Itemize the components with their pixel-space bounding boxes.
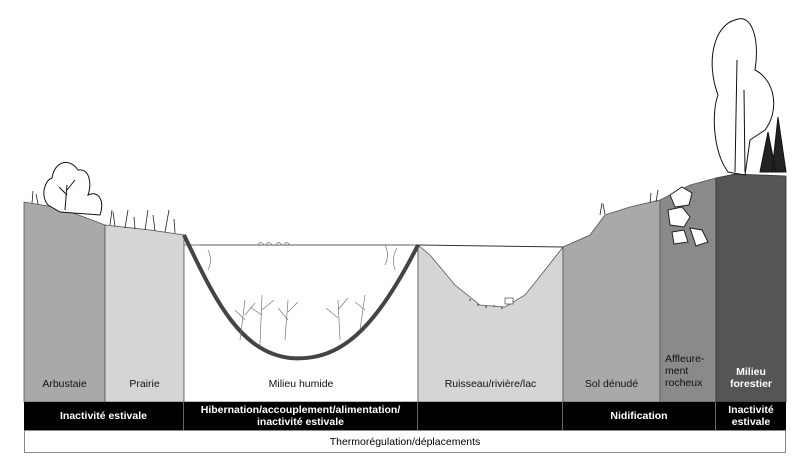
activity-hibernation: Hibernation/accouplement/alimentation/ i… [184, 402, 418, 430]
wetland-basin [182, 234, 420, 361]
activity-inactivite-estivale-left: Inactivité estivale [24, 402, 184, 430]
activity-empty [418, 402, 563, 430]
water-surface-stream [417, 244, 564, 248]
habitat-label-affleurement: Affleure- ment rocheux [665, 353, 705, 389]
prairie-column [104, 224, 185, 403]
wetland-plants-icon [207, 242, 398, 346]
activity-nidification: Nidification [563, 402, 716, 430]
habitat-label-ruisseau: Ruisseau/rivière/lac [444, 378, 537, 390]
shrub-icon [43, 162, 103, 216]
grass-icon [31, 189, 659, 234]
forest-trees-icon [711, 18, 787, 176]
habitat-label-arbustaie: Arbustaie [42, 378, 87, 390]
habitat-label-prairie: Prairie [129, 378, 160, 390]
milieu-humide-column [183, 244, 419, 403]
rock-outcrop-icon [667, 186, 709, 247]
sol-denude-column [562, 199, 661, 403]
arbustaie-column [23, 201, 106, 403]
habitat-label-sol-denude: Sol dénudé [584, 378, 639, 390]
activity-thermoregulation: Thermorégulation/déplacements [24, 430, 786, 453]
activity-inactivite-estivale-right: Inactivité estivale [716, 402, 786, 430]
stream-pebbles-icon [469, 297, 514, 309]
habitat-label-forestier: Milieu forestier [729, 366, 772, 390]
habitat-label-milieu-humide: Milieu humide [268, 378, 334, 390]
forestier-column [715, 173, 787, 403]
